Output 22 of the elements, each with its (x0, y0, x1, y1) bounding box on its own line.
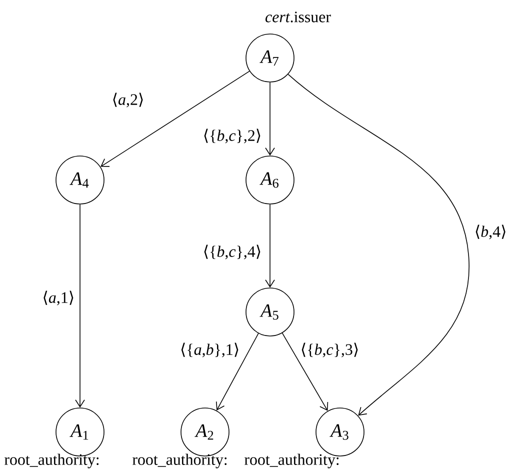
arrow (288, 74, 470, 416)
arrow (100, 70, 250, 167)
arrow (265, 82, 275, 156)
edge-label: ⟨{b,c},4⟩ (202, 244, 263, 260)
arrow (265, 204, 275, 288)
node-caption: root_authority: (244, 454, 339, 468)
node-caption: root_authority: (4, 454, 99, 468)
circle-node: A$_{6}$ (246, 156, 294, 204)
arrow (216, 333, 259, 411)
edge-label: ⟨{a,b},1⟩ (178, 342, 241, 358)
edge-label: ⟨{b,c},2⟩ (202, 128, 263, 144)
edge-label: ⟨{b,c},3⟩ (299, 342, 360, 358)
edge-label: ⟨a,1⟩ (41, 290, 76, 306)
arrow (75, 204, 85, 408)
arrow (282, 332, 328, 411)
circle-node: A$_{5}$ (246, 288, 294, 336)
edge-label: ⟨a,2⟩ (110, 92, 146, 108)
circle-node: A$_{7}$ (246, 34, 294, 82)
circle-node: A$_{4}$ (56, 156, 104, 204)
edge-label: ⟨b,4⟩ (473, 224, 508, 240)
node-caption: root_authority: (132, 454, 227, 468)
node-caption: cert.issuer (266, 12, 331, 22)
